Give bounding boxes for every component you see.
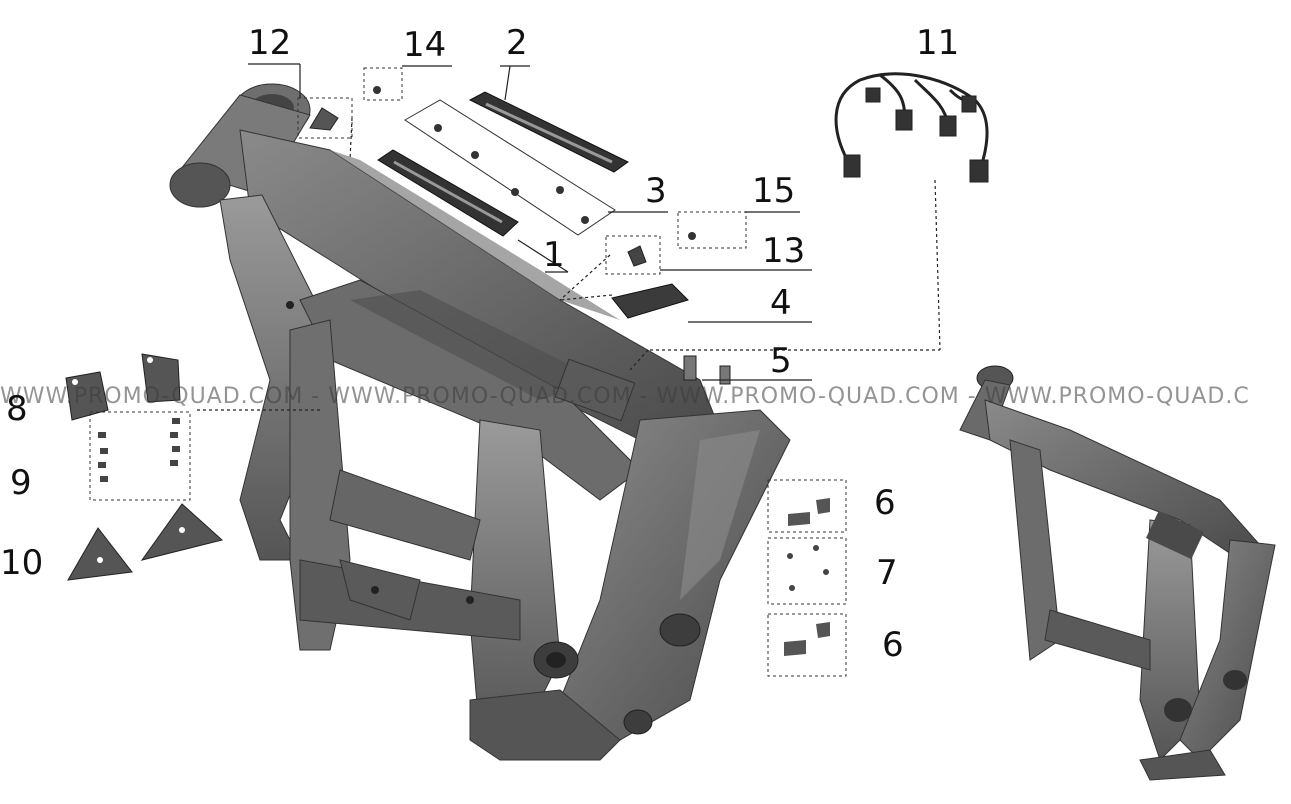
part-9-bolts: [89, 411, 191, 501]
callout-5: 5: [770, 341, 792, 381]
bottom-bracket: [469, 689, 621, 761]
callout-3: 3: [645, 171, 667, 211]
callout-7: 7: [876, 553, 898, 593]
part-12-bracket: [297, 97, 353, 139]
callout-11: 11: [916, 23, 960, 63]
part-14-fastener: [363, 67, 403, 101]
callout-8: 8: [6, 389, 28, 429]
part-1-plate: [377, 149, 519, 237]
part-2-plate: [468, 91, 629, 173]
callout-9: 9: [10, 463, 32, 503]
part-6-plates-bottom: [767, 613, 847, 677]
callout-12: 12: [248, 23, 292, 63]
watermark: WWW.PROMO-QUAD.COM - WWW.PROMO-QUAD.COM …: [0, 384, 1250, 409]
part-8-engine-mounts: [65, 353, 181, 421]
swingarm-pivot-right: [659, 613, 701, 647]
assembled-frame-preview: [959, 365, 1276, 781]
part-10-brackets: [67, 503, 224, 581]
callout-15: 15: [752, 171, 796, 211]
steering-head-bottom: [169, 162, 231, 208]
leader-lines: [195, 63, 941, 411]
part-4-pad: [611, 283, 689, 319]
callout-13: 13: [762, 231, 806, 271]
callout-10: 10: [0, 543, 44, 583]
main-frame: [169, 83, 791, 761]
callout-2: 2: [506, 23, 528, 63]
part-7-nuts: [767, 537, 847, 605]
callout-14: 14: [403, 25, 447, 65]
part-5-bushings: [683, 355, 731, 385]
callout-6-bottom: 6: [882, 625, 904, 665]
callout-6-top: 6: [874, 483, 896, 523]
part-6-plates-top: [767, 479, 847, 533]
part-3-fasteners: [404, 99, 616, 236]
part-13-clip: [605, 235, 661, 275]
part-15-fastener: [677, 211, 747, 249]
part-11-wiring-harness: [834, 72, 989, 183]
callout-4: 4: [770, 283, 792, 323]
callout-1: 1: [543, 235, 565, 275]
